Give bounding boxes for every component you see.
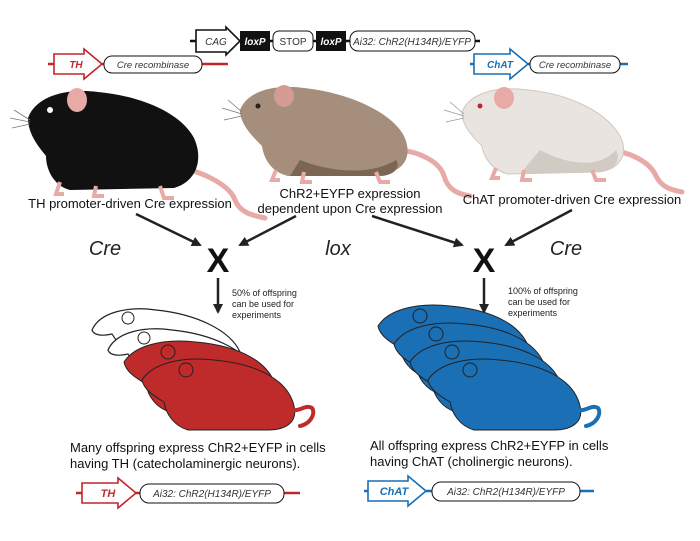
black-mouse-th-cre	[9, 88, 268, 221]
brown-mouse-belly-shade	[290, 160, 398, 176]
offspring-group-chat	[377, 304, 602, 431]
white-mouse-ear	[494, 87, 514, 109]
chat-ai32-construct: ChAT Ai32: ChR2(H134R)/EYFP	[364, 474, 594, 508]
th-result-gene-label: Ai32: ChR2(H134R)/EYFP	[152, 489, 271, 500]
chat-cre-construct: ChAT Cre recombinase	[470, 47, 628, 81]
arrow-chat-to-right-cross	[504, 208, 573, 247]
note-right-line1: 100% of offspring	[508, 286, 578, 296]
caption-chat-cre: ChAT promoter-driven Cre expression	[463, 192, 681, 207]
offspring-chat-blue-4	[427, 358, 582, 431]
black-mouse-feet	[53, 181, 174, 200]
cross-middle-lox-label: lox	[325, 238, 352, 260]
offspring-th-red-2	[141, 358, 296, 431]
brown-mouse-eye	[255, 103, 261, 109]
note-right-line3: experiments	[508, 308, 558, 318]
note-left-line2: can be used for	[232, 299, 294, 309]
chat-cre-gene-box	[529, 55, 621, 74]
cross-symbol-right: X	[473, 242, 496, 280]
th-promoter-label: TH	[69, 60, 83, 71]
chat-promoter-label: ChAT	[487, 60, 514, 71]
black-mouse-ear	[67, 88, 87, 112]
th-result-promoter-label: TH	[101, 488, 117, 500]
note-left-line1: 50% of offspring	[232, 288, 297, 298]
white-mouse-feet	[489, 167, 606, 182]
th-result-promoter-arrow	[81, 476, 138, 510]
result-chat-line1: All offspring express ChR2+EYFP in cells	[370, 438, 609, 453]
chat-result-promoter-arrow	[367, 474, 428, 508]
white-mouse-belly-shade	[520, 150, 618, 174]
white-mouse-chat-cre	[443, 87, 685, 195]
white-mouse-tail	[607, 147, 685, 195]
offspring-chat-blue-1-ear	[412, 308, 428, 324]
brown-mouse-tail	[397, 147, 473, 199]
cross-right-cre-label: Cre	[550, 238, 582, 260]
arrow-ai32-to-right-cross	[371, 214, 464, 248]
offspring-th-outline-2-ear	[137, 331, 151, 345]
crossing-arrows	[135, 208, 573, 248]
offspring-th-red-1-ear	[160, 344, 176, 360]
offspring-th-tail	[288, 404, 316, 428]
arrow-ai32-to-left-cross	[238, 214, 297, 247]
white-mouse-body	[461, 88, 625, 175]
result-chat-line2: having ChAT (cholinergic neurons).	[370, 454, 573, 469]
chat-result-promoter-label: ChAT	[380, 486, 410, 498]
stop-label: STOP	[279, 37, 306, 48]
chat-result-gene-label: Ai32: ChR2(H134R)/EYFP	[446, 487, 565, 498]
cag-label: CAG	[205, 37, 227, 48]
loxp-label-2: loxP	[320, 37, 341, 48]
loxp-label-1: loxP	[244, 37, 265, 48]
brown-mouse-ear	[274, 85, 294, 107]
th-result-gene-box	[139, 483, 285, 504]
stop-box	[272, 30, 314, 52]
loxp-box-2	[316, 31, 346, 51]
offspring-chat-blue-4-ear	[462, 362, 478, 378]
offspring-chat-tail	[574, 404, 602, 428]
caption-ai32-line1: ChR2+EYFP expression	[279, 186, 420, 201]
cag-promoter-arrow	[195, 25, 242, 57]
result-th-line1: Many offspring express ChR2+EYFP in cell…	[70, 440, 326, 455]
black-mouse-body	[28, 91, 199, 190]
th-promoter-arrow	[53, 47, 104, 81]
offspring-th-red-2-ear	[178, 362, 194, 378]
offspring-chat-blue-2-ear	[428, 326, 444, 342]
offspring-group-th	[91, 308, 316, 431]
top-construct: CAG loxP STOP loxP Ai32: ChR2(H134R)/EYF…	[190, 25, 480, 57]
white-mouse-eye	[477, 103, 483, 109]
th-cre-gene-label: Cre recombinase	[117, 60, 189, 71]
loxp-box-1	[240, 31, 270, 51]
offspring-chat-blue-3-ear	[444, 344, 460, 360]
offspring-th-outline-1-ear	[121, 311, 135, 325]
chat-cre-gene-label: Cre recombinase	[539, 60, 611, 71]
chat-result-gene-box	[431, 481, 581, 502]
brown-mouse-ai32	[221, 85, 473, 199]
cross-symbol-left: X	[207, 242, 230, 280]
th-cre-gene-box	[103, 55, 203, 74]
brown-mouse-whiskers	[221, 99, 243, 121]
black-mouse-whiskers	[9, 109, 31, 129]
ai32-gene-label: Ai32: ChR2(H134R)/EYFP	[352, 37, 471, 48]
brown-mouse-body	[240, 86, 408, 176]
caption-ai32-line2: dependent upon Cre expression	[257, 201, 442, 216]
cross-left-cre-label: Cre	[89, 238, 121, 260]
black-mouse-eye	[47, 107, 53, 113]
th-cre-construct: TH Cre recombinase	[48, 47, 228, 81]
brown-mouse-feet	[269, 169, 390, 184]
note-left-line3: experiments	[232, 310, 282, 320]
arrow-th-to-left-cross	[135, 212, 202, 247]
chat-promoter-arrow	[473, 47, 530, 81]
white-mouse-whiskers	[443, 101, 465, 123]
th-ai32-construct: TH Ai32: ChR2(H134R)/EYFP	[76, 476, 300, 510]
ai32-gene-box	[349, 30, 476, 52]
result-th-line2: having TH (catecholaminergic neurons).	[70, 456, 300, 471]
caption-th-cre: TH promoter-driven Cre expression	[28, 196, 232, 211]
note-right-line2: can be used for	[508, 297, 570, 307]
black-mouse-tail	[177, 165, 268, 221]
